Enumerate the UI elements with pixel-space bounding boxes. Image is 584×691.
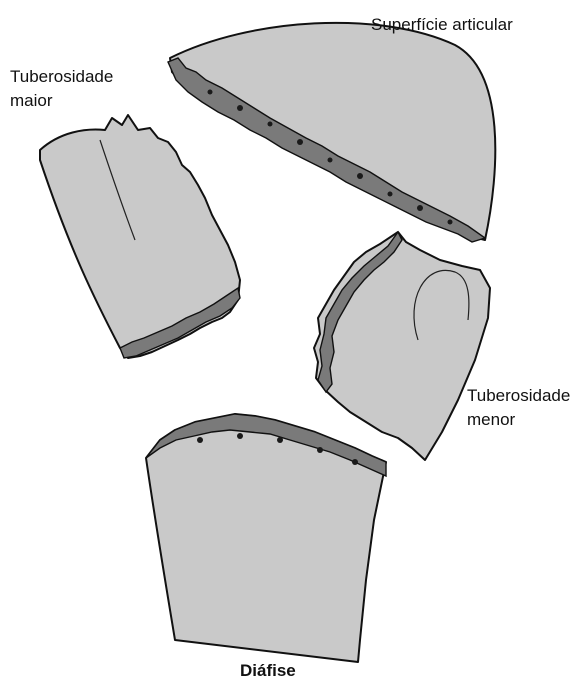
lesser-tuberosity-fragment — [314, 232, 490, 460]
greater-tuberosity-fragment — [40, 115, 240, 358]
shaft-fragment — [146, 414, 386, 662]
greater-tuberosity-label-line1: Tuberosidade — [10, 66, 113, 88]
articular-surface-fragment — [168, 23, 495, 242]
lesser-tuberosity-label-line1: Tuberosidade — [467, 385, 570, 407]
articular-surface-label: Superfície articular — [371, 14, 513, 36]
shaft-label: Diáfise — [240, 660, 296, 682]
greater-tuberosity-label-line2: maior — [10, 90, 53, 112]
lesser-tuberosity-label-line2: menor — [467, 409, 515, 431]
